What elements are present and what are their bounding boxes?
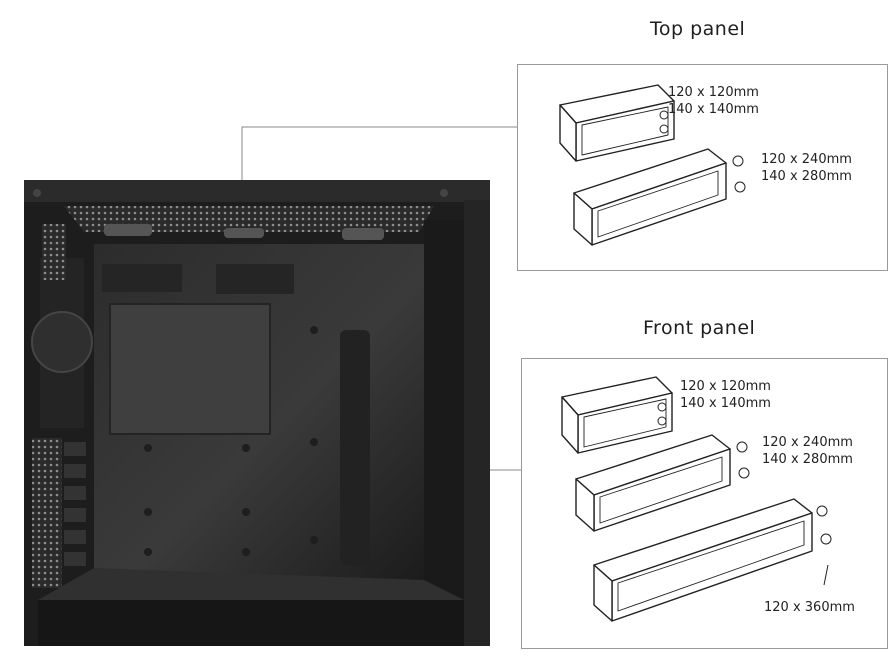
front-pillar [424, 220, 464, 640]
case-screw [440, 189, 448, 197]
top-radiator-large-sizes: 120 x 240mm 140 x 280mm [761, 151, 852, 185]
radiator-240-icon [575, 434, 750, 532]
top-mount-slot [342, 228, 384, 240]
top-mesh-vent [64, 206, 434, 232]
front-panel-radiators [561, 376, 832, 622]
size-label: 120 x 360mm [764, 600, 855, 615]
top-panel-box: 120 x 120mm 140 x 140mm 120 x 240mm 140 … [517, 64, 888, 271]
radiator-360-icon [593, 498, 832, 622]
size-label: 140 x 140mm [668, 102, 759, 117]
psu-shroud [38, 600, 464, 646]
radiator-120-icon [561, 376, 673, 454]
cpu-cutout [109, 303, 271, 435]
tray-vent [102, 264, 182, 292]
front-radiator-medium-sizes: 120 x 240mm 140 x 280mm [762, 434, 853, 468]
radiator-360-pointer-line [823, 564, 829, 586]
top-mount-slot [224, 228, 264, 238]
tray-vent [216, 264, 294, 294]
front-radiator-large-sizes: 120 x 360mm [764, 599, 855, 616]
size-label: 120 x 240mm [762, 435, 853, 450]
rear-mesh-vent [42, 224, 66, 280]
front-radiator-small-sizes: 120 x 120mm 140 x 140mm [680, 378, 771, 412]
front-panel-title: Front panel [643, 317, 756, 339]
case-top-bar [24, 180, 490, 202]
top-panel-title: Top panel [650, 18, 746, 40]
case-screw [33, 189, 41, 197]
cable-routing-grommet [340, 330, 370, 566]
pcie-slot-mesh [32, 438, 62, 588]
top-mount-slot [104, 224, 152, 236]
size-label: 140 x 280mm [762, 452, 853, 467]
top-radiator-small-sizes: 120 x 120mm 140 x 140mm [668, 84, 759, 118]
front-panel-box: 120 x 120mm 140 x 140mm 120 x 240mm 140 … [521, 358, 888, 649]
psu-shroud-top [38, 568, 464, 600]
front-frame-edge [464, 200, 490, 646]
size-label: 120 x 120mm [680, 379, 771, 394]
pcie-slot-covers [64, 442, 86, 566]
top-panel-radiators [559, 84, 746, 246]
top-panel-leader-line [241, 126, 517, 188]
rear-fan [31, 311, 93, 373]
radiator-120-icon [559, 84, 675, 162]
pc-case-interior-image [24, 180, 490, 646]
motherboard-standoffs [144, 326, 318, 556]
radiator-240-icon [573, 148, 746, 246]
size-label: 120 x 120mm [668, 85, 759, 100]
size-label: 120 x 240mm [761, 152, 852, 167]
size-label: 140 x 280mm [761, 169, 852, 184]
size-label: 140 x 140mm [680, 396, 771, 411]
